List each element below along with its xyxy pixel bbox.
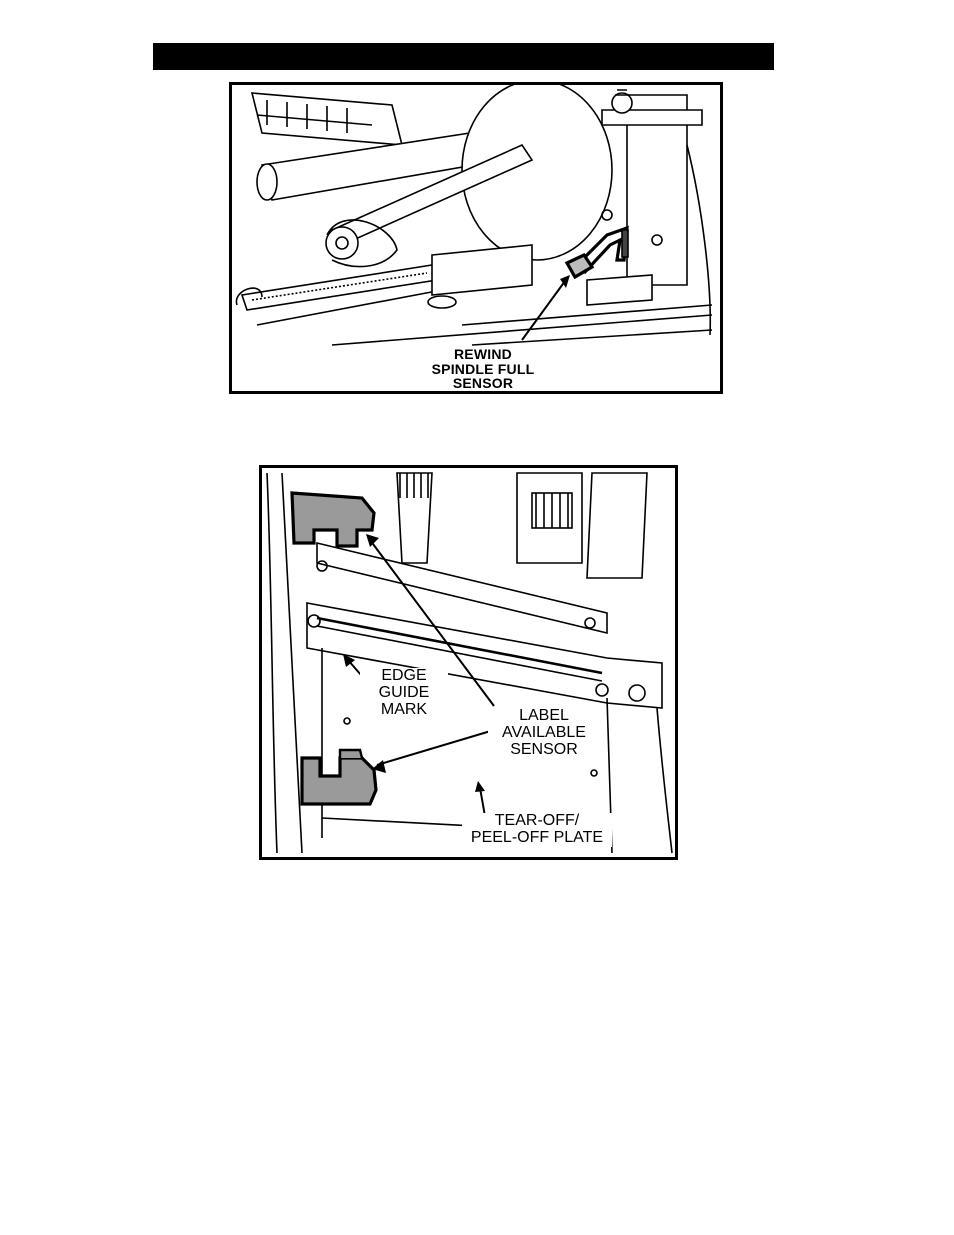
tear-off-peel-off-plate-callout: TEAR-OFF/ PEEL-OFF PLATE <box>462 813 612 847</box>
section-header-bar <box>153 43 774 70</box>
edge-guide-mark-callout: EDGE GUIDE MARK <box>360 668 448 718</box>
rewind-spindle-full-sensor-callout: REWIND SPINDLE FULL SENSOR <box>408 347 558 391</box>
label-available-sensor-illustration: EDGE GUIDE MARK LABEL AVAILABLE SENSOR T… <box>259 465 678 860</box>
rewind-sensor-illustration: REWIND SPINDLE FULL SENSOR <box>229 82 723 394</box>
tear-off-plate-drawing <box>262 468 675 857</box>
label-available-sensor-callout: LABEL AVAILABLE SENSOR <box>488 708 600 758</box>
